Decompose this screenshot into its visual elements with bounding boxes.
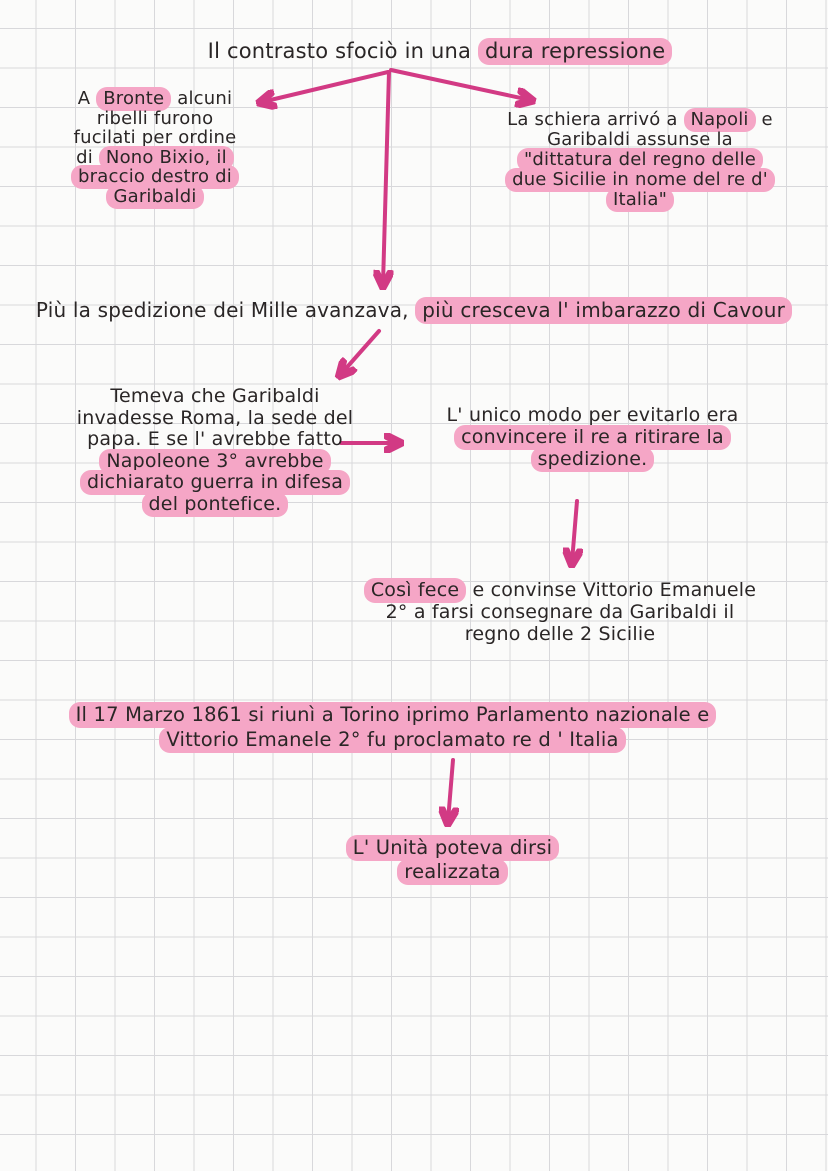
text-line: papa. E se l' avrebbe fatto <box>40 428 390 451</box>
text-segment: Garibaldi assunse la <box>547 129 733 150</box>
text-line: Così fece e convinse Vittorio Emanuele <box>345 578 775 603</box>
text-segment: Temeva che Garibaldi <box>110 385 320 407</box>
text-segment: invadesse Roma, la sede del <box>76 406 354 429</box>
text-line: Napoleone 3° avrebbe <box>40 448 390 474</box>
text-line: realizzata <box>330 859 575 885</box>
node-napoli: La schiera arrivó a Napoli e Garibaldi a… <box>470 108 810 212</box>
text-segment: e convinse Vittorio Emanuele <box>466 579 757 601</box>
text-segment: La schiera arrivó a <box>507 109 684 130</box>
text-line: del pontefice. <box>40 491 390 517</box>
text-line: invadesse Roma, la sede del <box>40 406 390 430</box>
text-line: Vittorio Emanele 2° fu proclamato re d '… <box>40 727 745 753</box>
highlighted-segment: dura repressione <box>477 38 673 65</box>
text-line: Garibaldi <box>30 184 280 209</box>
node-evitarlo: L' unico modo per evitarlo era convincer… <box>425 404 760 472</box>
text-segment: A <box>77 88 97 109</box>
text-segment: Il contrasto sfociò in una <box>207 39 478 63</box>
text-line: fucilati per ordine <box>30 128 280 148</box>
text-line: due Sicilie in nome del re d' <box>470 168 810 192</box>
highlighted-segment: realizzata <box>397 859 508 885</box>
highlighted-segment: Italia" <box>605 188 675 212</box>
text-line: spedizione. <box>425 447 760 472</box>
text-segment: regno delle 2 Sicilie <box>464 623 656 645</box>
arrow-title-to-cavour <box>383 70 389 284</box>
text-segment: Più la spedizione dei Mille avanzava, <box>35 298 416 322</box>
text-line: La schiera arrivó a Napoli e <box>470 108 810 132</box>
highlighted-segment: Bronte <box>96 87 172 111</box>
text-line: "dittatura del regno delle <box>470 148 810 172</box>
text-line: ribelli furono <box>30 107 280 129</box>
text-line: Garibaldi assunse la <box>470 130 810 150</box>
text-segment: alcuni <box>171 88 233 109</box>
node-cosi: Così fece e convinse Vittorio Emanuele 2… <box>345 578 775 645</box>
text-line: Il 17 Marzo 1861 si riunì a Torino iprim… <box>40 702 745 728</box>
highlighted-segment: Il 17 Marzo 1861 si riunì a Torino iprim… <box>68 702 717 728</box>
text-line: L' unico modo per evitarlo era <box>425 404 760 426</box>
arrow-title-to-bronte <box>262 70 390 102</box>
text-line: di Nono Bixio, il <box>30 145 280 170</box>
highlighted-segment: più cresceva l' imbarazzo di Cavour <box>415 297 793 324</box>
highlighted-segment: convincere il re a ritirare la <box>454 425 731 450</box>
text-line: Il contrasto sfociò in una dura repressi… <box>130 38 750 65</box>
text-line: Temeva che Garibaldi <box>40 385 390 408</box>
text-segment: ribelli furono <box>96 107 214 129</box>
text-segment: L' unico modo per evitarlo era <box>446 404 739 426</box>
node-title: Il contrasto sfociò in una dura repressi… <box>130 38 750 65</box>
text-segment: 2° a farsi consegnare da Garibaldi il <box>385 601 735 623</box>
arrow-title-to-napoli <box>389 68 530 100</box>
highlighted-segment: Napoleone 3° avrebbe <box>99 448 331 474</box>
text-line: regno delle 2 Sicilie <box>345 623 775 645</box>
text-line: 2° a farsi consegnare da Garibaldi il <box>345 601 775 623</box>
highlighted-segment: dichiarato guerra in difesa <box>79 470 351 496</box>
node-bronte: A Bronte alcuni ribelli furono fucilati … <box>30 87 280 209</box>
highlighted-segment: L' Unità poteva dirsi <box>345 835 560 861</box>
highlighted-segment: del pontefice. <box>141 491 289 517</box>
highlighted-segment: Vittorio Emanele 2° fu proclamato re d '… <box>159 727 626 753</box>
text-line: A Bronte alcuni <box>30 87 280 111</box>
text-line: dichiarato guerra in difesa <box>40 470 390 496</box>
text-segment: e <box>755 109 773 130</box>
node-unita: L' Unità poteva dirsi realizzata <box>330 835 575 885</box>
text-segment: papa. E se l' avrebbe fatto <box>87 428 343 451</box>
arrow-evitarlo-to-cosi <box>572 499 577 562</box>
text-segment: di <box>76 146 99 168</box>
highlighted-segment: Garibaldi <box>106 184 204 209</box>
node-temeva: Temeva che Garibaldi invadesse Roma, la … <box>40 385 390 517</box>
text-line: convincere il re a ritirare la <box>425 425 760 450</box>
arrow-cavour-to-temeva <box>341 329 381 374</box>
text-segment: fucilati per ordine <box>73 127 237 149</box>
text-line: L' Unità poteva dirsi <box>330 835 575 861</box>
node-marzo: Il 17 Marzo 1861 si riunì a Torino iprim… <box>40 702 745 753</box>
text-line: Italia" <box>470 188 810 212</box>
highlighted-segment: Napoli <box>683 108 756 132</box>
arrow-marzo-to-unita <box>448 758 453 821</box>
node-cavour: Più la spedizione dei Mille avanzava, pi… <box>0 297 828 324</box>
highlighted-segment: Così fece <box>363 578 467 603</box>
text-line: Più la spedizione dei Mille avanzava, pi… <box>0 297 828 324</box>
highlighted-segment: spedizione. <box>530 447 655 472</box>
